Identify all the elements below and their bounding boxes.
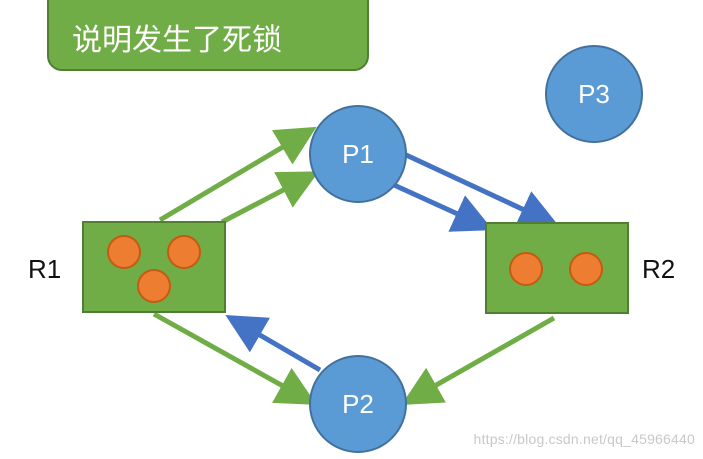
- process-p1-label: P1: [342, 139, 374, 169]
- title-banner-text: 说明发生了死锁: [72, 23, 282, 58]
- watermark-text: https://blog.csdn.net/qq_45966440: [473, 431, 695, 447]
- resource-r2: R2: [485, 222, 675, 314]
- resource-r2-box: [485, 222, 629, 314]
- resource-r1-instance: [107, 235, 141, 269]
- edge-p1-r2-upper: [402, 151, 560, 228]
- edge-r1-p1-lower: [220, 171, 319, 225]
- resource-r2-instance: [509, 252, 543, 286]
- process-p3: P3: [545, 45, 643, 143]
- resource-r1: R1: [28, 221, 226, 313]
- resource-r1-instance: [137, 269, 171, 303]
- process-p1: P1: [309, 105, 407, 203]
- title-banner-box: [47, 0, 369, 71]
- edge-r1-p2: [152, 311, 317, 405]
- title-banner: 说明发生了死锁: [47, 0, 369, 71]
- resource-r2-label: R2: [642, 254, 675, 284]
- resource-r1-label: R1: [28, 254, 61, 284]
- edge-r1-p1-upper: [158, 126, 317, 223]
- edges-layer: [152, 126, 560, 405]
- process-p1-circle: [309, 105, 407, 203]
- process-p3-circle: [545, 45, 643, 143]
- process-p2: P2: [309, 355, 407, 453]
- resource-r1-instance: [167, 235, 201, 269]
- process-p2-label: P2: [342, 389, 374, 419]
- edge-p2-r1: [225, 314, 322, 373]
- process-p2-circle: [309, 355, 407, 453]
- edge-r2-p2: [401, 315, 556, 405]
- edge-p1-r2-lower: [392, 182, 494, 232]
- resource-r2-instance: [569, 252, 603, 286]
- process-p3-label: P3: [578, 79, 610, 109]
